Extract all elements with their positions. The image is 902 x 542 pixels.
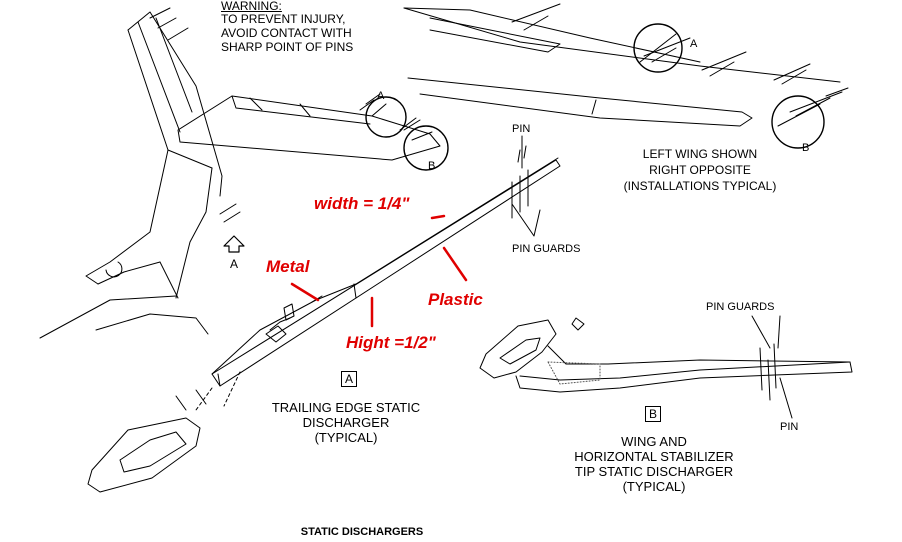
detail-b-caption-2: HORIZONTAL STABILIZER xyxy=(574,449,734,464)
diagram-title: STATIC DISCHARGERS xyxy=(300,526,424,538)
detail-a-caption-1: TRAILING EDGE STATIC xyxy=(271,400,421,415)
pin-label-right: PIN xyxy=(780,421,799,433)
detail-b-caption-1: WING AND xyxy=(621,434,687,449)
detail-b-caption-4: (TYPICAL) xyxy=(622,479,686,494)
metal-annotation: Metal xyxy=(266,257,310,276)
callout-a-tail: A xyxy=(377,90,385,102)
callout-a-wing: A xyxy=(690,38,698,50)
callout-circle-a-wing xyxy=(633,23,683,73)
callout-circle-b-wing xyxy=(771,95,825,149)
detail-b-box: B xyxy=(645,406,661,422)
left-wing-drawing xyxy=(403,3,849,127)
detail-a-box: A xyxy=(341,371,357,387)
warning-line-2: AVOID CONTACT WITH xyxy=(221,26,352,40)
wing-note-line-2: RIGHT OPPOSITE xyxy=(649,163,751,177)
view-arrow-a xyxy=(223,235,245,253)
warning-heading: WARNING: xyxy=(221,0,282,13)
wing-note-line-1: LEFT WING SHOWN xyxy=(642,147,758,161)
detail-b-caption-3: TIP STATIC DISCHARGER xyxy=(574,464,734,479)
callout-circle-a-tail xyxy=(365,96,407,138)
aircraft-tail-drawing xyxy=(39,7,441,339)
callout-b-tail: B xyxy=(428,160,436,172)
pin-guards-label-right: PIN GUARDS xyxy=(706,301,775,313)
warning-line-3: SHARP POINT OF PINS xyxy=(221,40,354,54)
wing-note-line-3: (INSTALLATIONS TYPICAL) xyxy=(623,179,777,193)
width-annotation: width = 1/4" xyxy=(314,194,410,213)
red-dimension-marks xyxy=(290,214,468,328)
plastic-annotation: Plastic xyxy=(428,290,483,309)
callout-circle-b-tail xyxy=(403,125,449,171)
warning-line-1: TO PREVENT INJURY, xyxy=(221,12,346,26)
callout-b-wing: B xyxy=(802,142,810,154)
pin-guards-label-mid: PIN GUARDS xyxy=(512,243,581,255)
detail-a-caption-3: (TYPICAL) xyxy=(314,430,378,445)
view-arrow-a-label: A xyxy=(230,257,239,271)
leader-lines xyxy=(511,135,793,419)
height-annotation: Hight =1/2" xyxy=(346,333,436,352)
pin-label-top: PIN xyxy=(512,123,531,135)
detail-a-caption-2: DISCHARGER xyxy=(302,415,390,430)
tip-discharger-drawing xyxy=(479,317,853,401)
